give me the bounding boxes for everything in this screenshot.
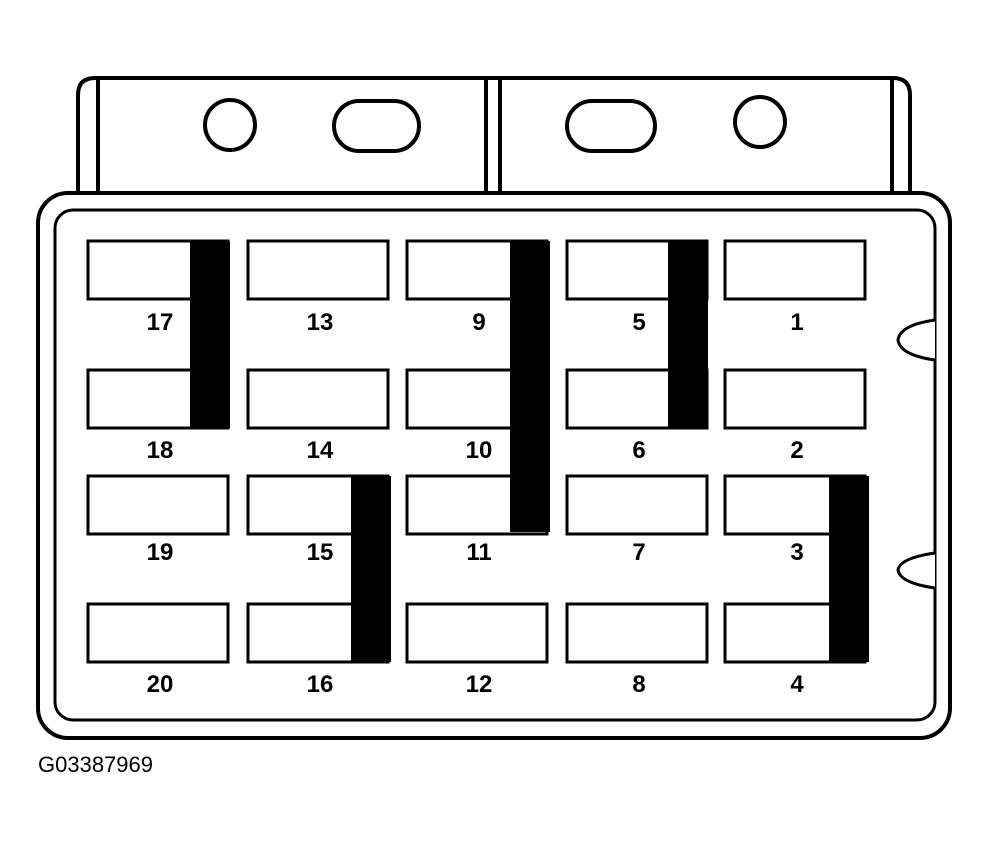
bus-bar-5-6	[668, 241, 708, 428]
fuse-cavity-12	[405, 602, 549, 664]
cavity-label-15: 15	[307, 539, 334, 566]
side-notches	[896, 318, 936, 590]
cavity-label-7: 7	[632, 539, 645, 566]
bus-bar-layer	[190, 241, 869, 662]
cavity-label-17: 17	[147, 309, 174, 336]
fuse-cavity-13	[246, 239, 390, 301]
bus-bar-9-10-11	[510, 241, 550, 532]
fuse-cavity-14	[246, 368, 390, 430]
cavity-label-19: 19	[147, 539, 174, 566]
cavity-label-9: 9	[472, 309, 485, 336]
cavity-label-18: 18	[147, 437, 174, 464]
oval-slot-right	[565, 99, 657, 153]
cavity-label-1: 1	[790, 309, 803, 336]
cavity-label-20: 20	[147, 671, 174, 698]
cavity-label-8: 8	[632, 671, 645, 698]
round-hole-right	[733, 95, 787, 149]
oval-slot-left	[332, 99, 421, 153]
bus-bar-17-18	[190, 241, 230, 428]
cavity-label-3: 3	[790, 539, 803, 566]
cavity-label-11: 11	[466, 539, 491, 566]
fuse-cavity-8	[565, 602, 709, 664]
housing-inner	[53, 208, 937, 722]
cavity-label-2: 2	[790, 437, 803, 464]
cavity-label-14: 14	[307, 437, 334, 464]
mounting-holes	[203, 95, 787, 153]
cavity-label-13: 13	[307, 309, 334, 336]
bus-bar-15-16	[351, 476, 391, 662]
cavity-label-5: 5	[632, 309, 645, 336]
fuse-cavity-1	[723, 239, 867, 301]
housing	[36, 191, 952, 740]
cavity-label-16: 16	[307, 671, 334, 698]
round-hole-left	[203, 98, 257, 152]
reference-code: G03387969	[38, 752, 153, 777]
cavity-label-10: 10	[466, 437, 493, 464]
fuse-cavity-7	[565, 474, 709, 536]
fuse-cavity-19	[86, 474, 230, 536]
mounting-tab	[76, 76, 912, 195]
housing-outer	[36, 191, 952, 740]
cavity-label-4: 4	[790, 671, 804, 698]
cavity-label-12: 12	[466, 671, 493, 698]
fuse-cavity-2	[723, 368, 867, 430]
bus-bar-3-4	[829, 476, 869, 662]
cavity-label-6: 6	[632, 437, 645, 464]
fuse-cavity-20	[86, 602, 230, 664]
